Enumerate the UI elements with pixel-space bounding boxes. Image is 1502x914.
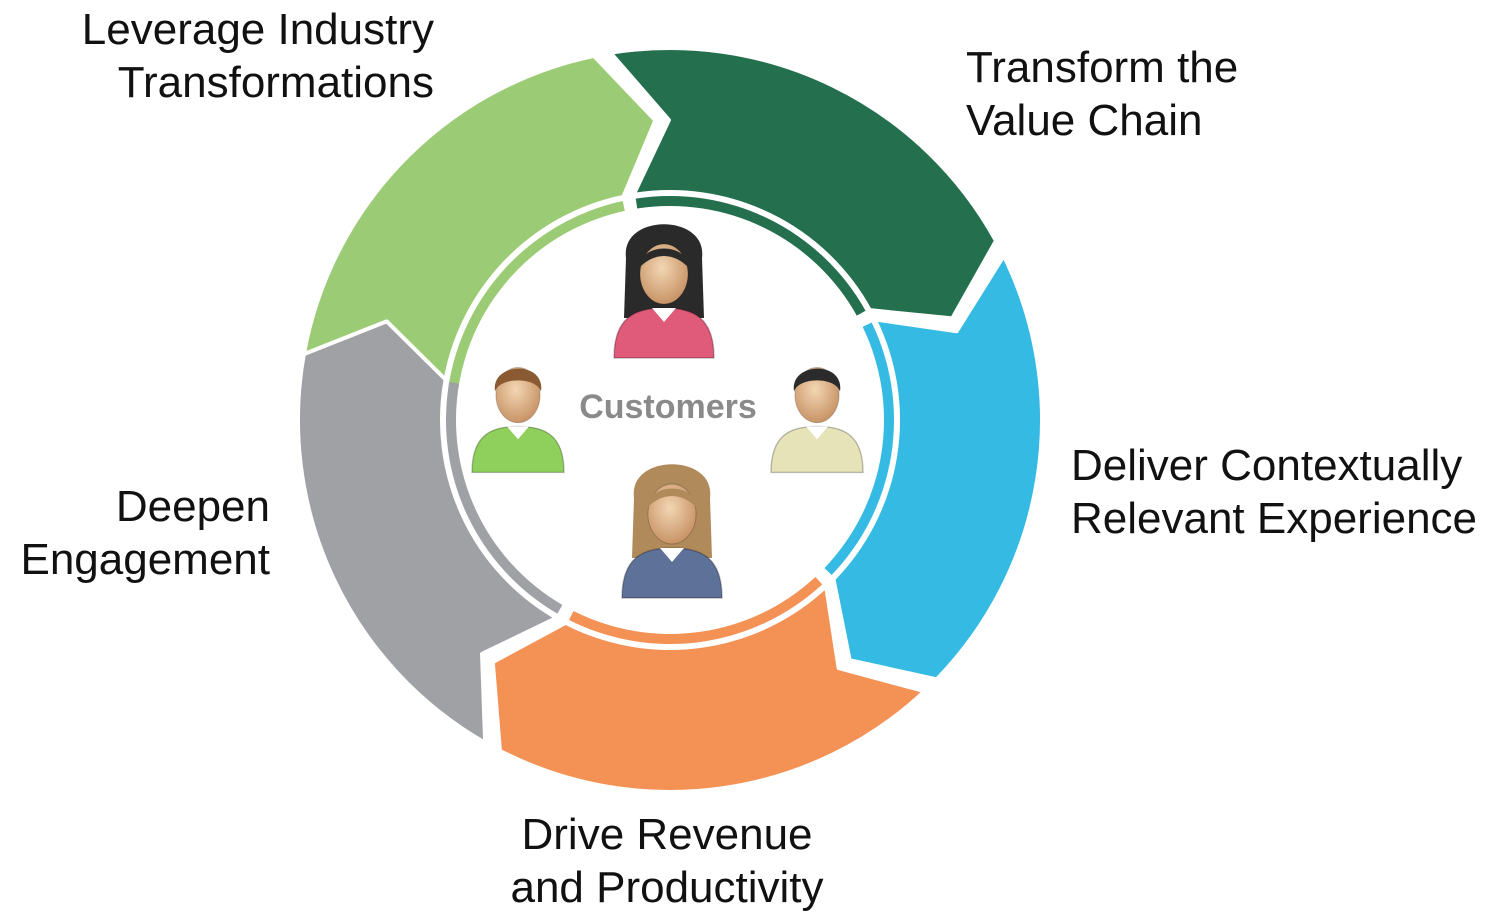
label-line: Deliver Contextually: [1071, 441, 1463, 490]
inner-arc-transform: [635, 196, 866, 316]
label-line: Leverage Industry: [81, 5, 434, 54]
label-transform-value-chain: Transform the Value Chain: [966, 41, 1238, 147]
label-line: Relevant Experience: [1071, 494, 1478, 543]
inner-arc-deepen: [446, 381, 563, 614]
label-line: Engagement: [20, 535, 270, 584]
segment-leverage: [299, 53, 658, 392]
label-drive-revenue-productivity: Drive Revenue and Productivity: [504, 808, 830, 914]
label-line: Deepen: [115, 482, 270, 531]
segment-transform: [608, 46, 998, 321]
inner-arc-deliver: [824, 322, 894, 576]
label-line: Transformations: [117, 58, 434, 107]
inner-ring: [446, 196, 894, 645]
person-icon-man-black-hair: [770, 367, 864, 474]
person-icon-woman-blonde-hair: [621, 464, 723, 599]
label-line: Transform the: [966, 43, 1239, 92]
label-deliver-relevant-experience: Deliver Contextually Relevant Experience: [1071, 439, 1477, 545]
segment-deepen: [296, 319, 559, 745]
person-icon-woman-dark-hair: [613, 224, 715, 359]
segment-drive: [490, 584, 927, 794]
center-disc: [458, 208, 882, 632]
cycle-ring: [296, 46, 1044, 794]
inner-arc-drive: [569, 577, 823, 645]
label-line: Value Chain: [966, 96, 1203, 145]
person-icon-man-brown-hair: [471, 367, 565, 474]
label-line: and Productivity: [510, 863, 824, 912]
customer-icons: [471, 224, 864, 599]
center-label: Customers: [579, 388, 757, 426]
label-line: Drive Revenue: [521, 810, 813, 859]
label-leverage-industry-transformations: Leverage Industry Transformations: [82, 3, 434, 109]
segment-deliver: [831, 253, 1044, 682]
label-deepen-engagement: Deepen Engagement: [20, 480, 270, 586]
